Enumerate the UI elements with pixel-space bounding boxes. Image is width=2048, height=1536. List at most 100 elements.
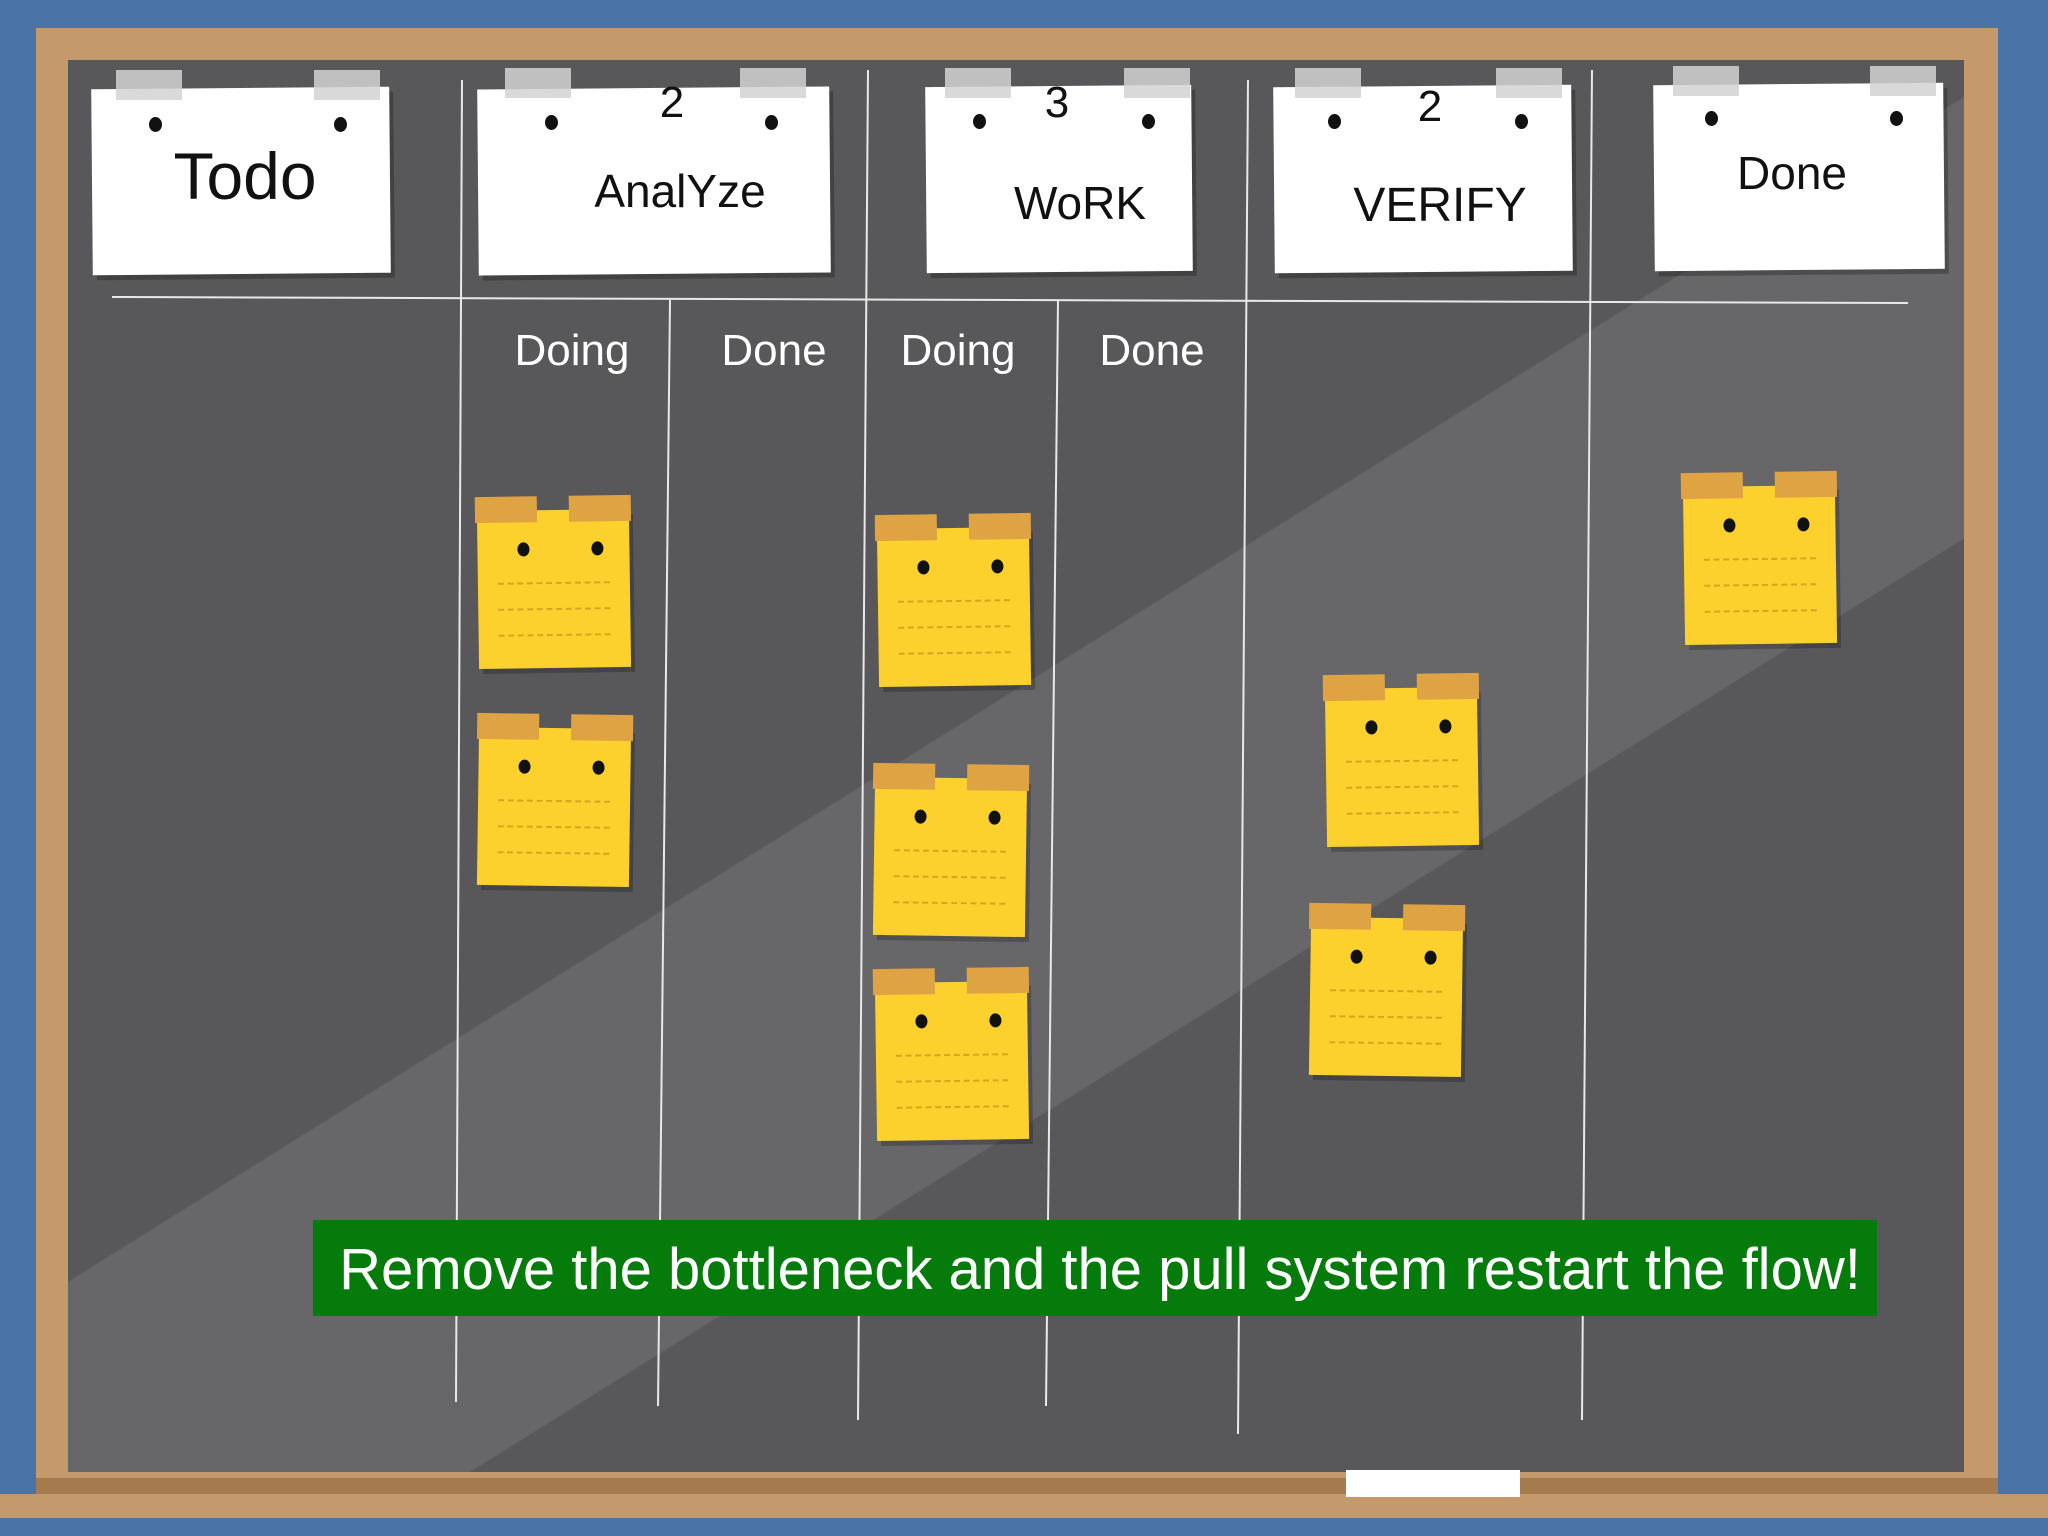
pin-hole [1439,719,1452,734]
tape [1496,68,1562,98]
pin-hole [1515,114,1528,129]
subcolumn-work-done: Done [1099,326,1205,375]
message-banner [313,1220,1877,1316]
pin-hole [545,115,558,130]
pin-hole [334,117,347,132]
tape [1124,68,1190,98]
column-title-todo: Todo [173,139,317,213]
subcolumn-analyze-doing: Doing [514,326,630,375]
pin-hole [989,1013,1002,1028]
column-line-verify-done [1581,69,1593,1421]
scribble-line [1704,609,1817,615]
sticky-tape [1416,672,1480,700]
sticky-tape [966,966,1030,994]
scribble-line [1345,759,1458,765]
scribble-line [497,581,610,587]
wip-limit-analyze: 2 [659,78,685,127]
chalk-piece [1346,1470,1520,1497]
sticky-tape [1680,472,1744,500]
sticky-tape [476,712,540,740]
scribble-line [1346,785,1459,791]
tape [314,70,380,100]
pin-hole [914,809,927,824]
pin-hole [1365,720,1378,735]
scribble-line [497,851,610,857]
sticky-tape [874,514,938,542]
tape [945,68,1011,98]
scribble-line [893,875,1006,881]
sticky-note-analyze-doing[interactable] [474,494,632,670]
pin-hole [765,115,778,130]
pin-hole [1890,111,1903,126]
column-line-analyze-work [857,69,869,1421]
sticky-tape [966,764,1030,792]
sticky-tape [568,494,632,522]
tape [740,68,806,98]
column-title-verify: VERIFY [1353,179,1527,232]
tape [1295,68,1361,98]
pin-hole [149,117,162,132]
sticky-tape [1308,902,1372,930]
tape [1870,66,1936,96]
pin-hole [973,114,986,129]
scribble-line [895,1053,1008,1059]
sticky-note-analyze-doing[interactable] [476,712,634,888]
pin-hole [1142,114,1155,129]
sticky-note-verify[interactable] [1322,672,1480,848]
scribble-line [897,599,1010,605]
sticky-tape [1774,470,1838,498]
header-divider-line [111,296,1909,304]
scribble-line [498,633,611,639]
tape [1673,66,1739,96]
sticky-tape [872,762,936,790]
pin-hole [591,541,604,556]
sticky-note-work-doing[interactable] [872,762,1030,938]
scribble-line [898,625,1011,631]
wip-limit-verify: 2 [1417,82,1443,131]
sticky-tape [1322,674,1386,702]
sticky-tape [872,968,936,996]
pin-hole [1424,950,1437,965]
pin-hole [915,1014,928,1029]
pin-hole [991,559,1004,574]
scribble-line [1329,1041,1442,1047]
scribble-line [896,1079,1009,1085]
sticky-note-work-doing[interactable] [874,512,1032,688]
scribble-line [1330,989,1443,995]
tape [505,68,571,98]
wip-limit-work: 3 [1044,78,1070,127]
scribble-line [894,849,1007,855]
scribble-line [1704,583,1817,589]
pin-hole [517,542,530,557]
tape [116,70,182,100]
scribble-line [896,1105,1009,1111]
pin-hole [1350,949,1363,964]
sticky-note-verify[interactable] [1308,902,1466,1078]
subcolumn-work-doing: Doing [900,326,1016,375]
scribble-line [1703,557,1816,563]
pin-hole [1328,114,1341,129]
sticky-tape [968,512,1032,540]
tray-edge [0,1518,2048,1536]
pin-hole [917,560,930,575]
sticky-tape [474,496,538,524]
scribble-line [1346,811,1459,817]
pin-hole [518,759,531,774]
sticky-tape [570,714,634,742]
pin-hole [1797,517,1810,532]
column-title-work: WoRK [1013,177,1147,229]
pin-hole [988,810,1001,825]
column-line-work-verify [1237,79,1249,1435]
sticky-note-done[interactable] [1680,470,1838,646]
message-text: Remove the bottleneck and the pull syste… [339,1237,1861,1302]
pin-hole [1705,111,1718,126]
pin-hole [1723,518,1736,533]
scribble-line [1329,1015,1442,1021]
scribble-line [898,651,1011,657]
column-line-todo-analyze [455,79,463,1403]
scribble-line [498,799,611,805]
column-title-done: Done [1737,147,1847,199]
scribble-line [498,607,611,613]
sticky-note-work-doing[interactable] [872,966,1030,1142]
column-title-analyze: AnalYze [594,165,766,217]
